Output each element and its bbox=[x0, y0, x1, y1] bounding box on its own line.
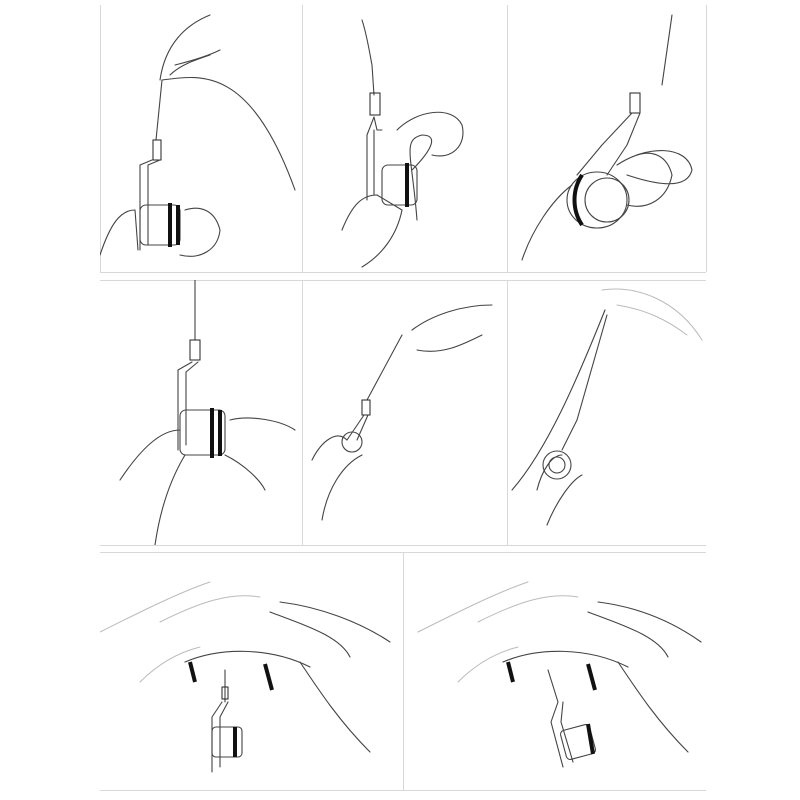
hand-pulling-wire-illustration bbox=[302, 280, 507, 545]
hands-holding-threader-illustration bbox=[100, 280, 302, 545]
divider bbox=[100, 790, 706, 791]
divider bbox=[507, 5, 508, 272]
divider bbox=[706, 5, 707, 272]
fingers-holding-loop-illustration bbox=[100, 552, 403, 790]
fingers-holding-loop-angled-illustration bbox=[403, 552, 706, 790]
divider bbox=[507, 280, 508, 545]
hand-pulling-wire-taut-illustration bbox=[507, 280, 706, 545]
hand-looping-wire-illustration bbox=[302, 5, 507, 272]
divider bbox=[100, 545, 706, 546]
divider bbox=[302, 5, 303, 272]
divider bbox=[302, 280, 303, 545]
divider bbox=[100, 5, 101, 272]
hand-wrapping-wire-illustration bbox=[507, 5, 706, 272]
divider bbox=[100, 272, 706, 273]
divider bbox=[100, 280, 706, 281]
divider bbox=[403, 552, 404, 790]
hand-holding-needle-threader-illustration bbox=[100, 5, 302, 272]
